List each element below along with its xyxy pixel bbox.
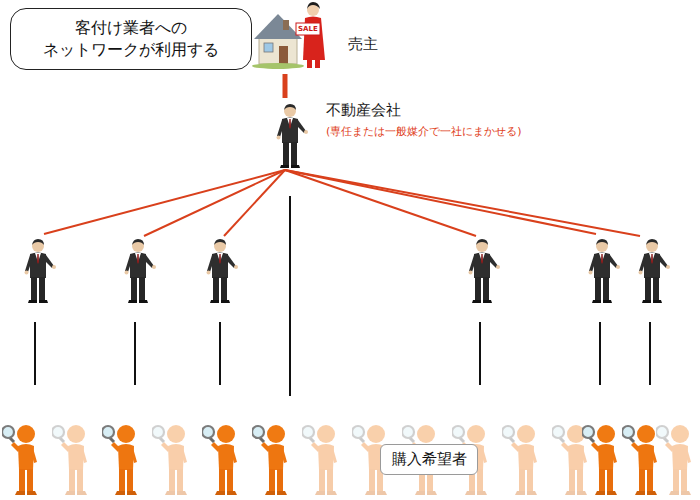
- red-link: [283, 74, 288, 98]
- note-text: (専任または一般媒介で一社にまかせる): [326, 125, 522, 138]
- black-links: [35, 196, 650, 396]
- red-links: [44, 170, 640, 236]
- house-seller-picture: [252, 2, 325, 69]
- sign-text: SALE: [298, 25, 318, 33]
- buyer-figures: [2, 425, 691, 495]
- agent-figures: [25, 104, 671, 303]
- role-label: 不動産会社: [326, 101, 401, 119]
- group-label-box: 購入希望者: [380, 444, 478, 475]
- role-label: 売主: [348, 35, 378, 53]
- callout-box: 客付け業者への ネットワークが利用する: [10, 8, 252, 70]
- node-text: 購入希望者: [392, 449, 467, 469]
- node-text: 客付け業者への ネットワークが利用する: [11, 17, 251, 60]
